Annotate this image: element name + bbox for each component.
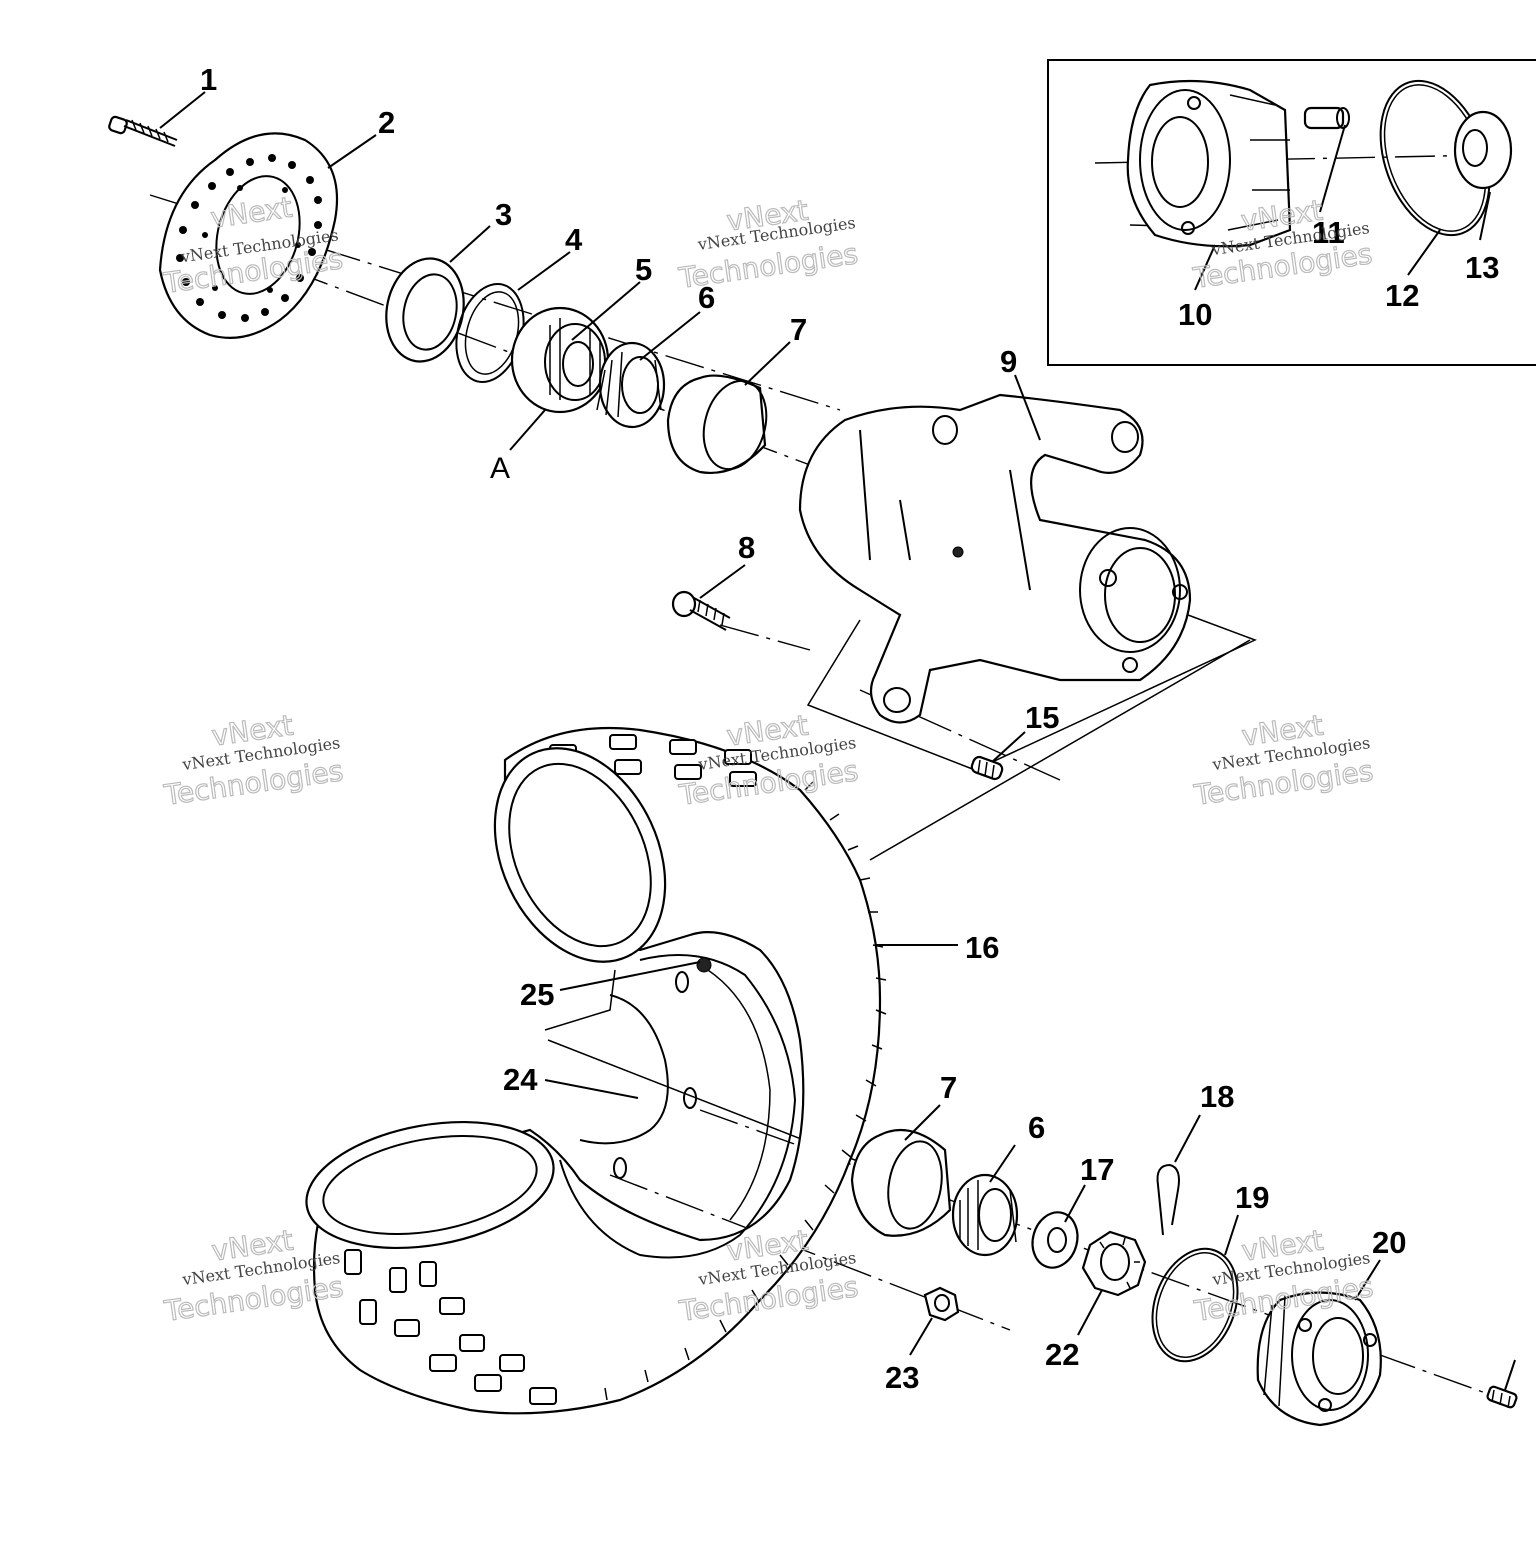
part-7-race [666,374,768,474]
part-11-pin [1303,106,1350,130]
callout-6-lower: 6 [1028,1110,1045,1145]
callout-8: 8 [738,530,755,565]
watermark: vNext vNext Technologies Technologies [161,708,346,813]
callout-11: 11 [1312,215,1345,250]
part-9-hub-knuckle [798,393,1192,724]
callout-7: 7 [790,312,807,347]
callout-22: 22 [1045,1337,1079,1372]
callout-23: 23 [885,1360,919,1395]
watermark: vNext vNext Technologies Technologies [161,1223,346,1329]
part-19-o-ring [1151,1247,1239,1363]
callout-15: 15 [1025,700,1059,735]
callout-4: 4 [565,222,583,257]
callout-3: 3 [495,197,512,232]
callout-13: 13 [1465,250,1499,285]
part-5-bearing [510,306,610,414]
watermark: vNext vNext Technologies Technologies [676,708,861,813]
watermark: vNext vNext Technologies Technologies [676,1223,861,1329]
part-10-hub-body [1126,79,1292,248]
callout-25: 25 [520,977,554,1012]
callout-A: A [490,452,510,485]
callout-10: 10 [1178,297,1212,332]
part-6-tapered-bearing-lower [951,1173,1019,1257]
part-20-hub-cap [1256,1291,1382,1427]
callout-17: 17 [1080,1152,1114,1187]
watermark: vNext vNext Technologies Technologies [1191,708,1376,813]
part-21-screw [1486,1385,1518,1409]
part-22-castle-nut [1081,1230,1147,1297]
callout-numbers: 1 2 3 4 5 6 7 8 9 10 11 12 13 15 16 17 1… [200,62,1499,1395]
part-24-wheel-rim [559,954,797,1259]
part-7-race-lower [850,1128,952,1237]
part-8-bolt [671,590,731,631]
part-13-cap [1453,110,1513,190]
part-1-screw [108,115,178,147]
callout-18: 18 [1200,1079,1234,1114]
part-18-cotter-pin [1156,1164,1180,1236]
callout-2: 2 [378,105,395,140]
callout-1: 1 [200,62,217,97]
part-16-tire [305,726,887,1415]
inset-detail-box [1047,59,1536,366]
part-17-washer [1031,1211,1079,1269]
leader-lines [159,91,1516,1391]
watermark: vNext vNext Technologies Technologies [676,193,861,296]
part-2-brake-disc [158,132,339,339]
callout-6: 6 [698,280,715,315]
part-15-set-screw [970,755,1004,781]
callout-7-lower: 7 [940,1070,957,1105]
part-3-seal [385,257,465,363]
callout-19: 19 [1235,1180,1269,1215]
callout-9: 9 [1000,344,1017,379]
part-23-nut [923,1286,960,1322]
callout-16: 16 [965,930,999,965]
callout-24: 24 [503,1062,538,1097]
callout-12: 12 [1385,278,1419,313]
callout-20: 20 [1372,1225,1406,1260]
callout-5: 5 [635,252,652,287]
part-6-tapered-bearing [596,341,666,429]
